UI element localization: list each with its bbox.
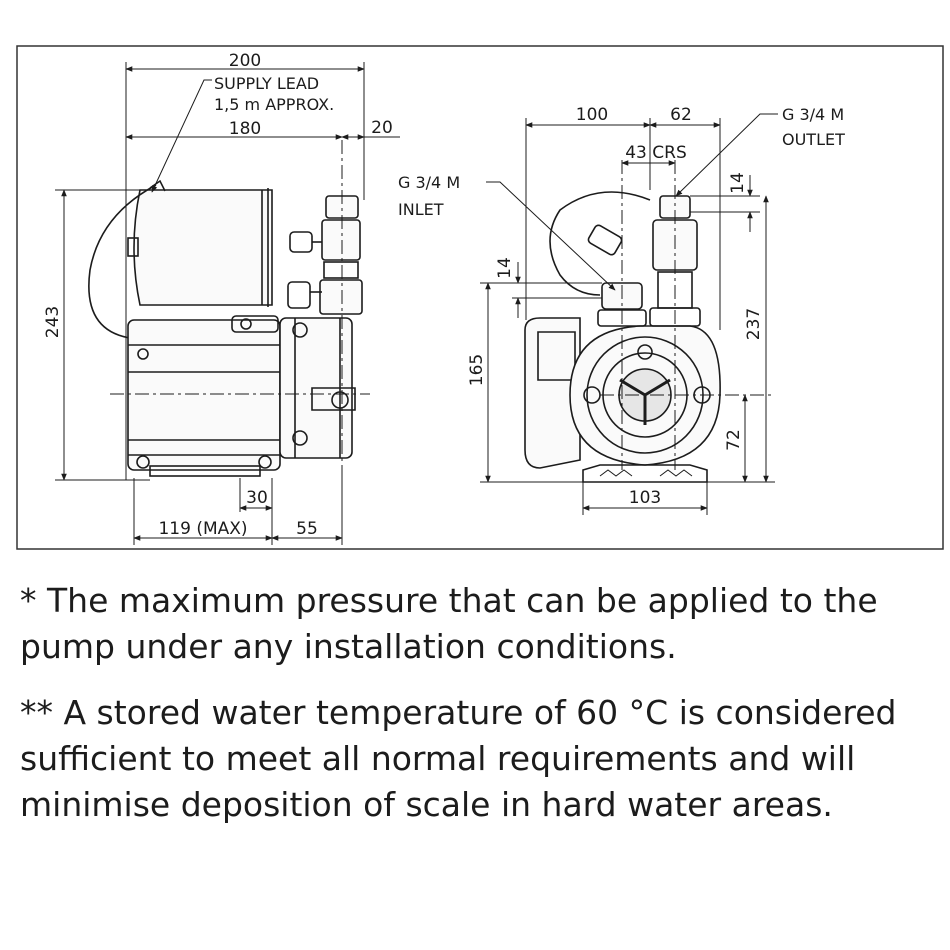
inlet-label-line1: G 3/4 M: [398, 173, 460, 192]
outlet-label-line1: G 3/4 M: [782, 105, 844, 124]
footnote-max-pressure: * The maximum pressure that can be appli…: [20, 581, 878, 666]
side-view-labels: 200 SUPPLY LEAD 1,5 m APPROX. 180 20 243…: [43, 51, 393, 539]
dim-237: 237: [744, 308, 764, 340]
dim-62: 62: [670, 105, 692, 125]
dim-20: 20: [371, 118, 393, 138]
side-view-dimensions: [55, 62, 400, 545]
dim-14-inlet: 14: [495, 257, 515, 279]
dim-103: 103: [629, 488, 661, 508]
dim-30: 30: [246, 488, 268, 508]
pump-head: [279, 317, 356, 459]
footnote-water-temperature: ** A stored water temperature of 60 °C i…: [20, 693, 897, 824]
supply-lead-label-line1: SUPPLY LEAD: [214, 74, 319, 93]
dim-55: 55: [296, 519, 318, 539]
motor-body: [127, 315, 281, 477]
drawing-frame: [16, 45, 944, 550]
supply-lead-label-line2: 1,5 m APPROX.: [214, 95, 334, 114]
pressure-vessel: [127, 188, 273, 307]
dim-119-max: 119 (MAX): [158, 519, 247, 539]
dim-100: 100: [576, 105, 608, 125]
side-view: [88, 140, 370, 530]
end-view-cable: [549, 191, 651, 296]
end-view-dimensions: [480, 113, 778, 515]
inlet-label-line2: INLET: [398, 200, 444, 219]
dim-243: 243: [43, 306, 63, 338]
side-pipework: [287, 195, 363, 315]
dim-180: 180: [229, 119, 261, 139]
dim-14-outlet: 14: [728, 172, 748, 194]
supply-lead-cable: [88, 184, 157, 339]
outlet-label-line2: OUTLET: [782, 130, 845, 149]
dim-200: 200: [229, 51, 261, 71]
pump-dimension-drawing: 200 SUPPLY LEAD 1,5 m APPROX. 180 20 243…: [16, 45, 944, 550]
footnotes: * The maximum pressure that can be appli…: [20, 578, 935, 848]
dim-43-crs: 43 CRS: [625, 143, 687, 163]
dim-72: 72: [724, 429, 744, 451]
end-view-labels: 100 62 G 3/4 M OUTLET 43 CRS 14 G 3/4 M …: [398, 105, 845, 508]
end-view: [524, 160, 775, 483]
dim-165: 165: [467, 354, 487, 386]
